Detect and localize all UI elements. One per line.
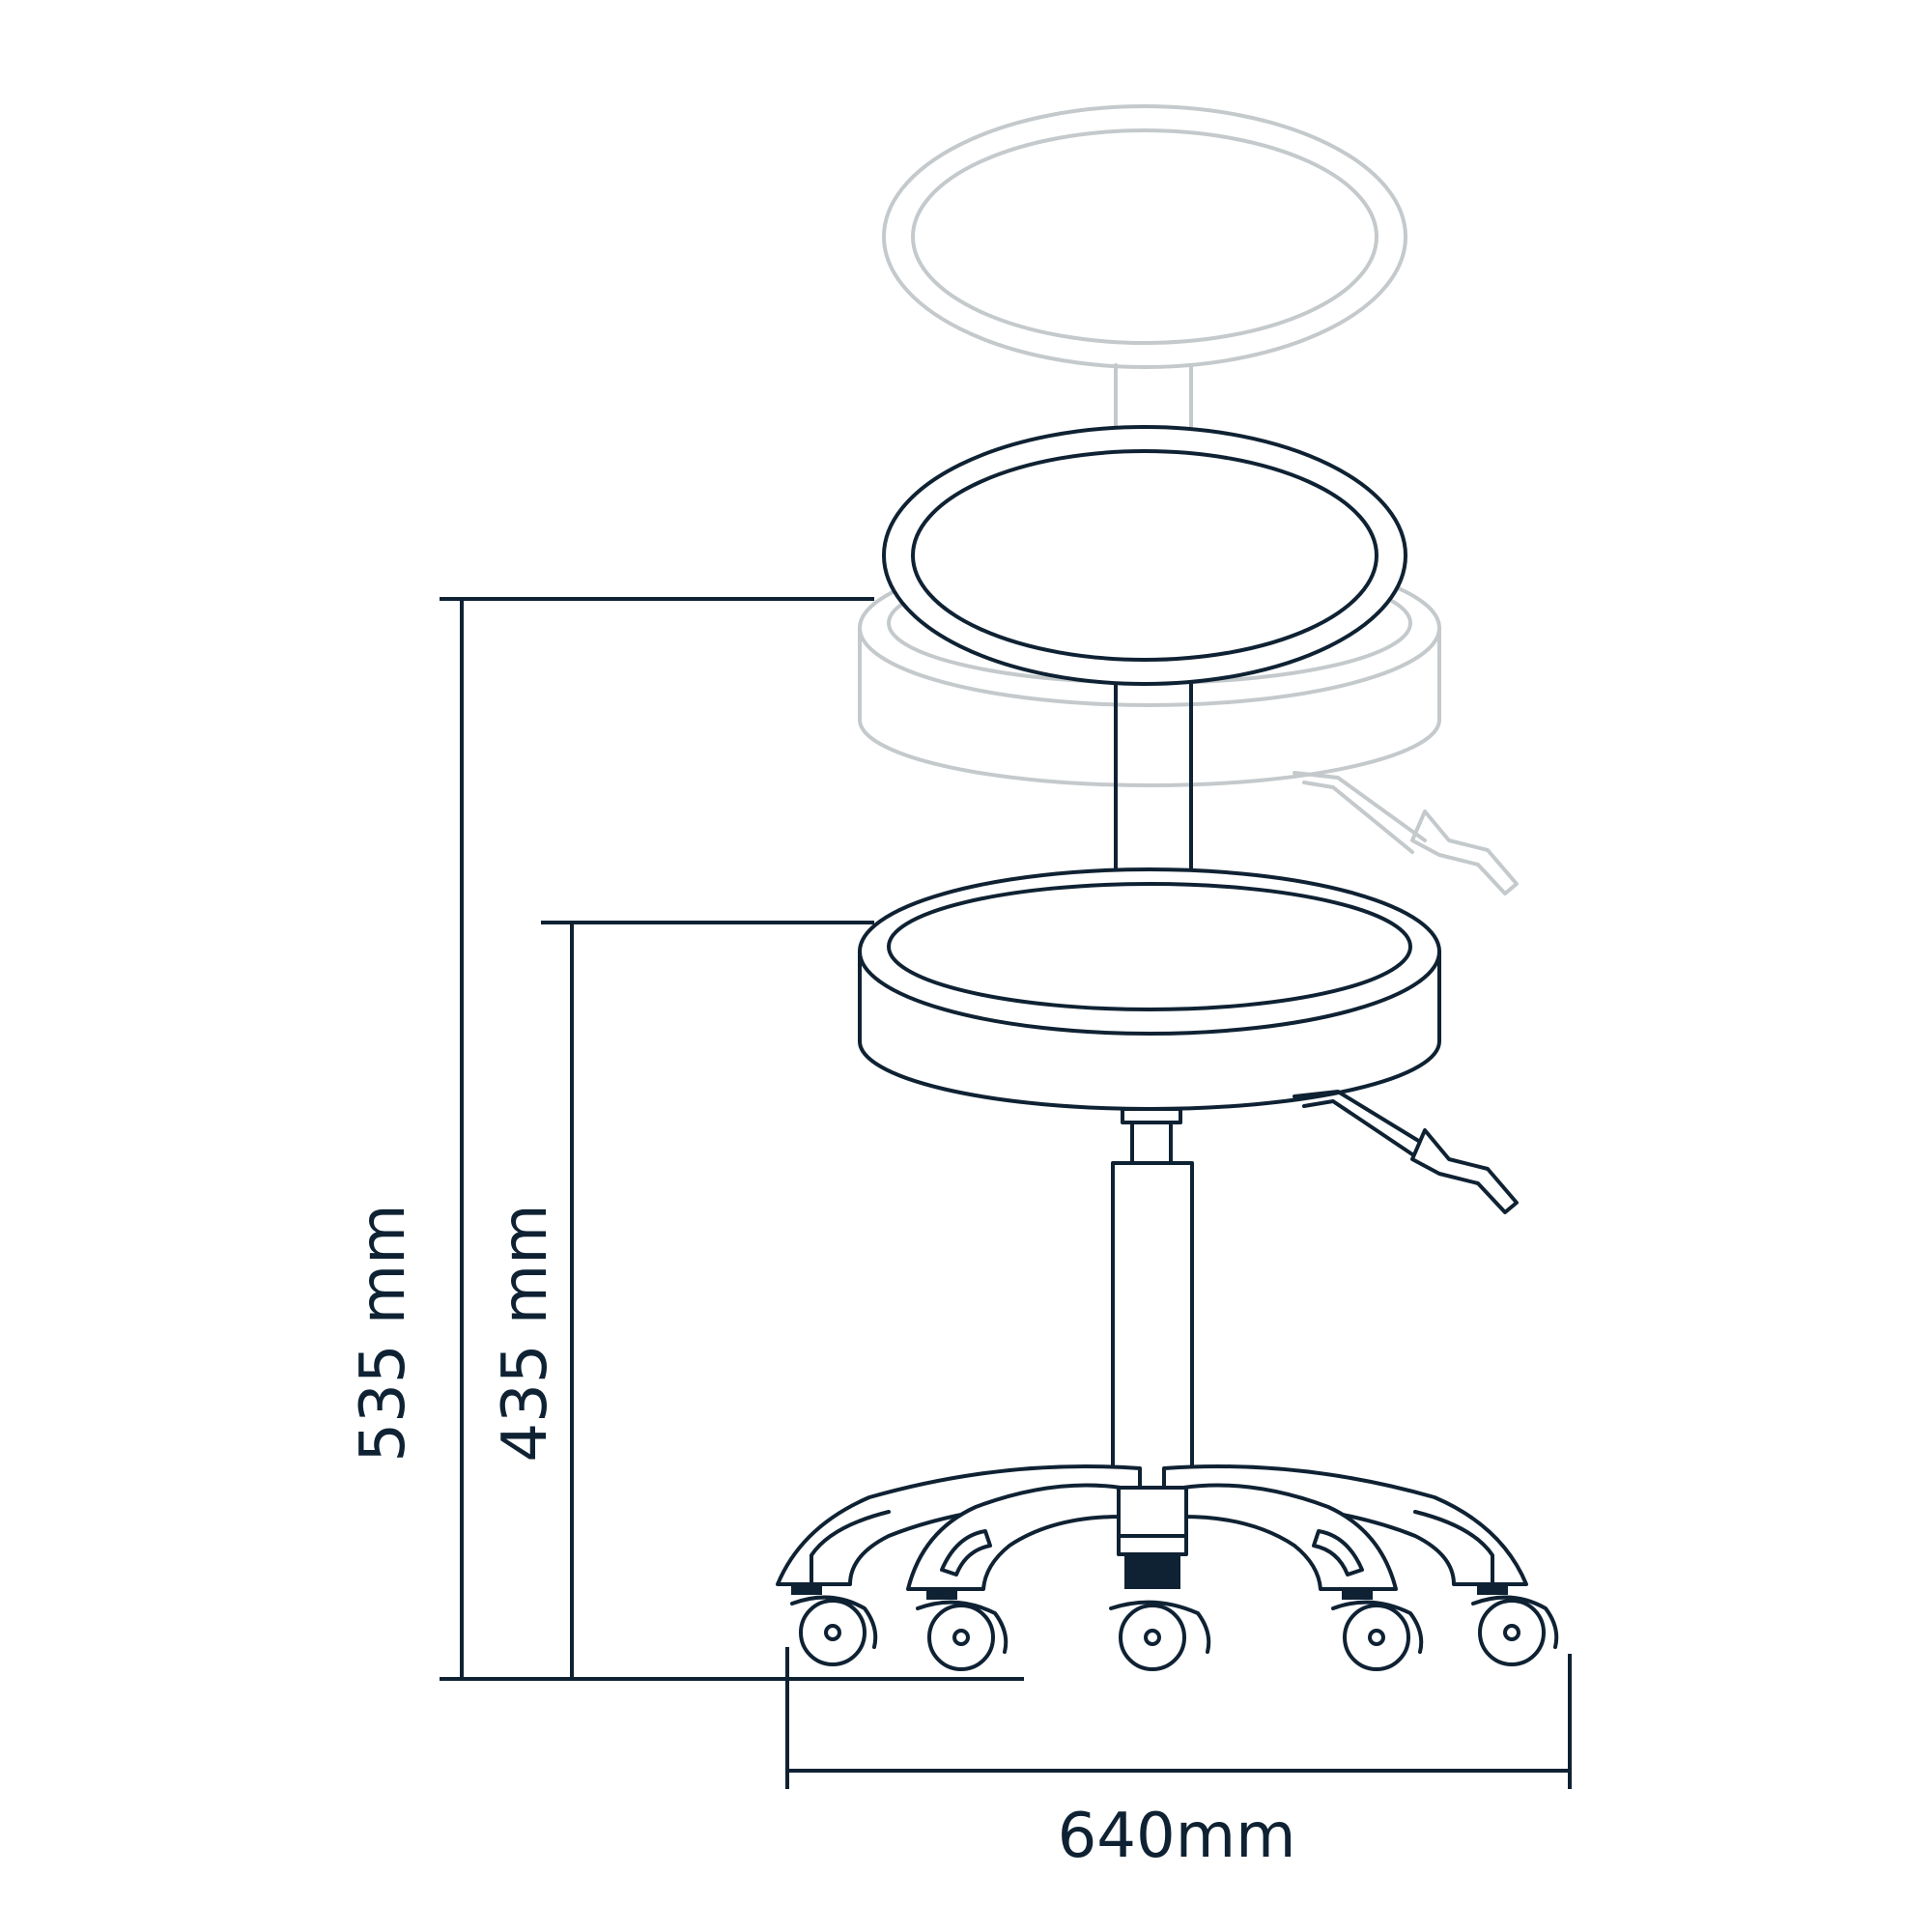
backrest: [882, 425, 1407, 871]
caster-3: [1109, 1600, 1211, 1671]
caster-1: [790, 1583, 878, 1666]
height-lever: [1293, 1090, 1519, 1214]
caster-4: [1331, 1588, 1424, 1671]
casters: [790, 1583, 1559, 1671]
base-width-dimension: 640mm: [785, 1647, 1572, 1872]
total-height-label: 535 mm: [348, 1204, 419, 1462]
seat: [858, 867, 1441, 1111]
five-star-base: [776, 1464, 1528, 1591]
total-height-dimension: 535 mm: [348, 597, 1024, 1681]
base-width-label: 640mm: [1058, 1801, 1296, 1872]
caster-5: [1471, 1583, 1559, 1666]
caster-2: [916, 1588, 1009, 1671]
seat-height-dimension: 435 mm: [490, 921, 874, 1679]
seat-height-label: 435 mm: [490, 1204, 561, 1462]
